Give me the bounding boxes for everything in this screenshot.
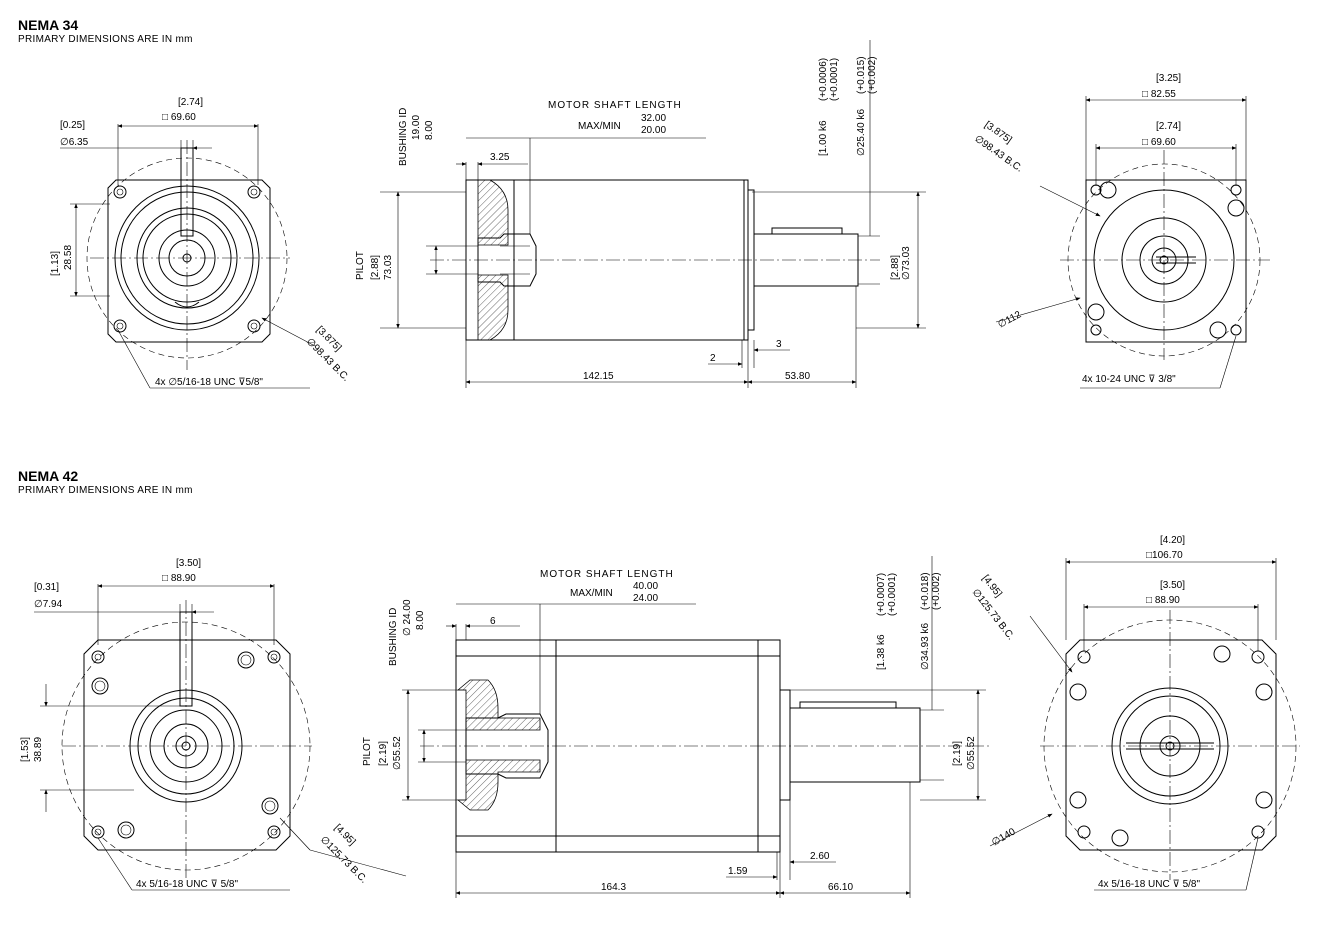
nema34-front-flange-in: [2.74] (178, 97, 203, 108)
nema42-rear-flange-mm: □ 88.90 (1146, 595, 1180, 606)
nema42-front-shaft-mm: ∅7.94 (34, 599, 63, 610)
nema34-rear-dia: ∅112 (996, 309, 1023, 330)
nema42-out-shaft-in-tol: (+0.0007)(+0.0001) (876, 573, 898, 616)
nema34-side-view: BUSHING ID 19.00 8.00 MOTOR SHAFT LENGTH… (355, 40, 926, 388)
nema42-pilot-mm: ∅55.52 (392, 736, 403, 770)
nema34-front-shaft-in: [0.25] (60, 120, 85, 131)
nema34-pilot-right: [2.88]∅73.03 (890, 246, 912, 280)
nema42-recess: 6 (490, 616, 496, 627)
nema42-bushing-label: BUSHING ID (388, 608, 399, 666)
nema34-out-shaft-mm-tol: (+0.015)(+0.002) (856, 56, 878, 94)
nema34-shaft-min: 20.00 (641, 125, 666, 136)
nema34-rear-view: [3.25] □ 82.55 [2.74] □ 69.60 [3.875] ∅9… (972, 73, 1270, 389)
nema42-pilot-in: [2.19] (378, 741, 389, 766)
nema42-rear-flange-in: [3.50] (1160, 580, 1185, 591)
nema42-shaft-length-label: MOTOR SHAFT LENGTH (540, 569, 674, 580)
nema34-bushing-label: BUSHING ID (398, 108, 409, 166)
nema42-title: NEMA 42 (18, 468, 79, 484)
nema42-front-key-mm: 38.89 (33, 737, 44, 762)
nema34-body-len: 142.15 (583, 371, 614, 382)
nema34-gap2: 3 (776, 339, 782, 350)
nema34-bushing-max: 19.00 (411, 115, 422, 140)
nema42-header: NEMA 42 PRIMARY DIMENSIONS ARE IN mm (18, 468, 193, 497)
nema42-bushing-min: 8.00 (415, 610, 426, 630)
nema34-pilot-mm: 73.03 (383, 255, 394, 280)
nema34-rear-outer-mm: □ 82.55 (1142, 89, 1176, 100)
nema42-rear-outer-mm: □106.70 (1146, 550, 1183, 561)
nema34-shaft-len: 53.80 (785, 371, 810, 382)
nema42-body-len: 164.3 (601, 882, 626, 893)
nema34-subtitle: PRIMARY DIMENSIONS ARE IN mm (18, 34, 193, 45)
nema34-out-shaft-in: [1.00 k6 (818, 120, 829, 156)
nema42-pilot-right-mm: ∅55.52 (966, 736, 977, 770)
nema42-rear-holes: 4x 5/16-18 UNC ⊽ 5/8" (1098, 879, 1200, 890)
nema34-front-key-in: [1.13] (50, 251, 61, 276)
nema34-shaft-length-label: MOTOR SHAFT LENGTH (548, 100, 682, 111)
nema34-rear-flange-mm: □ 69.60 (1142, 137, 1176, 148)
nema42-rear-outer-in: [4.20] (1160, 535, 1185, 546)
nema42-out-shaft-in: [1.38 k6 (876, 634, 887, 670)
nema34-title: NEMA 34 (18, 17, 79, 33)
nema34-out-shaft-mm: ∅25.40 k6 (856, 108, 867, 156)
nema42-shaft-max: 40.00 (633, 581, 658, 592)
nema42-rear-dia: ∅140 (990, 826, 1018, 848)
nema42-maxmin-label: MAX/MIN (570, 588, 613, 599)
nema42-side-view: BUSHING ID ∅ 24.00 8.00 MOTOR SHAFT LENG… (362, 556, 990, 898)
nema42-front-holes: 4x 5/16-18 UNC ⊽ 5/8" (136, 879, 238, 890)
nema34-front-view: [2.74] □ 69.60 [0.25] ∅6.35 [1.13] 28.58… (50, 97, 351, 389)
nema42-front-flange-in: [3.50] (176, 558, 201, 569)
nema34-recess: 3.25 (490, 152, 510, 163)
nema42-front-bc-mm: ∅125.73 B.C. (318, 834, 369, 885)
nema42-front-shaft-in: [0.31] (34, 582, 59, 593)
nema42-front-view: [3.50] □ 88.90 [0.31] ∅7.94 [1.53] 38.89… (20, 558, 407, 891)
nema34-maxmin-label: MAX/MIN (578, 121, 621, 132)
nema34-rear-outer-in: [3.25] (1156, 73, 1181, 84)
nema34-header: NEMA 34 PRIMARY DIMENSIONS ARE IN mm (18, 17, 193, 46)
nema42-subtitle: PRIMARY DIMENSIONS ARE IN mm (18, 485, 193, 496)
nema42-out-shaft-mm: ∅34.93 k6 (920, 622, 931, 670)
nema42-gap1: 1.59 (728, 866, 748, 877)
nema42-gap2: 2.60 (810, 851, 830, 862)
nema34-rear-holes: 4x 10-24 UNC ⊽ 3/8" (1082, 374, 1176, 385)
nema34-pilot-in: [2.88] (370, 255, 381, 280)
nema34-front-key-mm: 28.58 (63, 245, 74, 270)
nema42-front-flange-mm: □ 88.90 (162, 573, 196, 584)
nema34-pilot-label: PILOT (355, 251, 366, 280)
nema42-pilot-label: PILOT (362, 737, 373, 766)
nema34-rear-flange-in: [2.74] (1156, 121, 1181, 132)
nema34-front-shaft-mm: ∅6.35 (60, 137, 89, 148)
nema42-shaft-len: 66.10 (828, 882, 853, 893)
nema42-pilot-right-in: [2.19] (952, 741, 963, 766)
nema34-front-holes: 4x ∅5/16-18 UNC ⊽5/8" (155, 377, 263, 388)
nema42-shaft-min: 24.00 (633, 593, 658, 604)
nema34-gap1: 2 (710, 353, 716, 364)
nema34-bushing-min: 8.00 (424, 120, 435, 140)
nema34-shaft-max: 32.00 (641, 113, 666, 124)
nema34-out-shaft-in-tol: (+0.0006)(+0.0001) (818, 58, 840, 101)
nema42-out-shaft-mm-tol: (+0.018)(+0.002) (920, 572, 942, 610)
nema42-bushing-max: ∅ 24.00 (402, 599, 413, 636)
nema42-rear-view: [4.20] □106.70 [3.50] □ 88.90 [4.95] ∅12… (970, 535, 1300, 891)
nema34-front-flange-mm: □ 69.60 (162, 112, 196, 123)
nema42-front-key-in: [1.53] (20, 737, 31, 762)
